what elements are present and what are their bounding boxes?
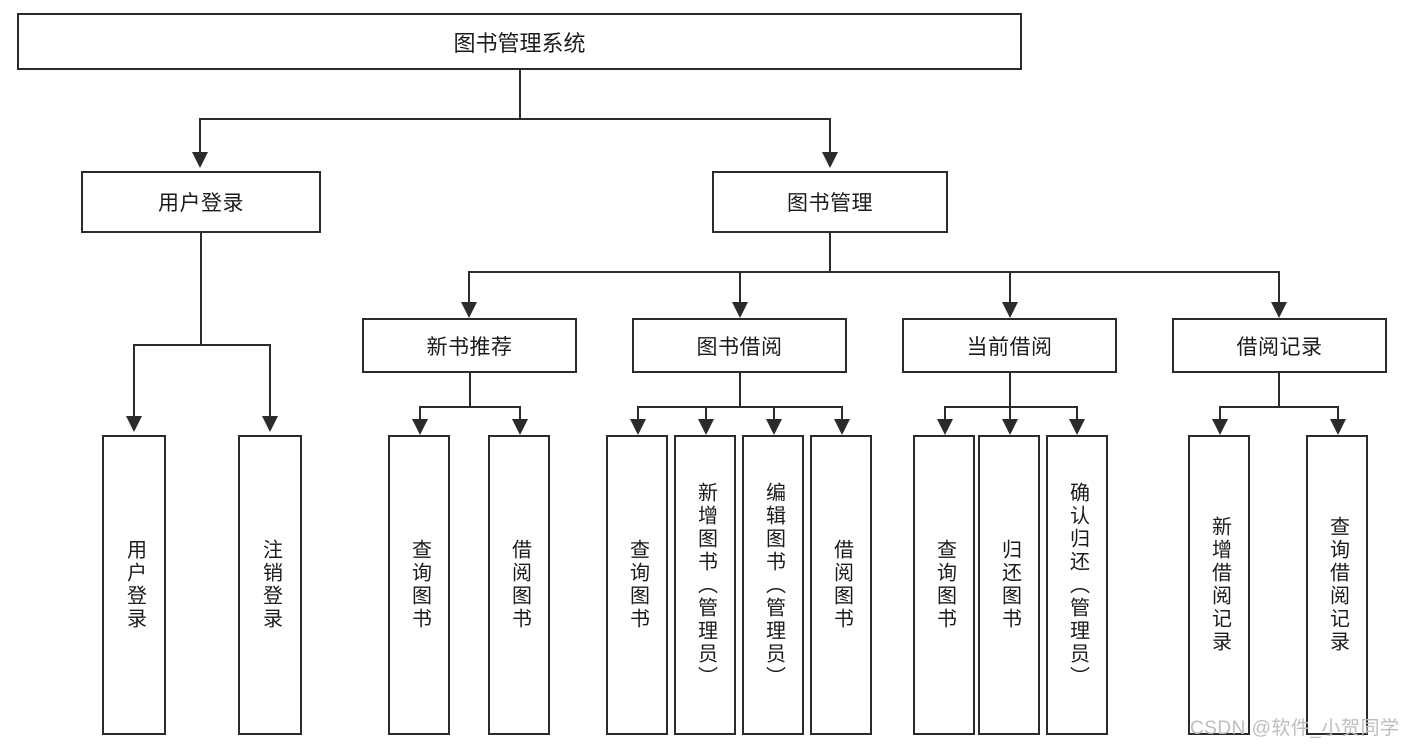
leaf-label: 确认归还（管理员） [1066,481,1089,689]
node-book-borrow[interactable]: 图书借阅 [632,318,847,373]
leaf-query-book-recommend[interactable]: 查询图书 [388,435,450,735]
node-new-book-recommend[interactable]: 新书推荐 [362,318,577,373]
edge-user-login-bus [133,344,270,346]
arrow-to-leaf-borrow-book-2 [834,419,850,435]
arrow-to-user-login [192,152,208,168]
leaf-borrow-book-recommend[interactable]: 借阅图书 [488,435,550,735]
leaf-add-borrow-record[interactable]: 新增借阅记录 [1188,435,1250,735]
arrow-to-current-borrow [1002,302,1018,318]
leaf-label: 注销登录 [259,539,282,631]
edge-book-management-bus [468,271,1279,273]
edge-bm-to-borrow-record [1278,271,1280,302]
leaf-label: 新增借阅记录 [1208,516,1231,654]
arrow-to-leaf-edit-book [766,419,782,435]
leaf-label: 查询图书 [408,539,431,631]
edge-cb-to-leaf-3 [1076,406,1078,419]
node-label: 新书推荐 [426,335,513,359]
edge-br-stem [1278,373,1280,406]
arrow-to-book-borrow [732,302,748,318]
edge-bb-to-leaf-3 [773,406,775,419]
arrow-to-leaf-logout-login [262,416,278,432]
arrow-to-leaf-user-login [126,416,142,432]
leaf-query-borrow-record[interactable]: 查询借阅记录 [1306,435,1368,735]
node-borrow-record[interactable]: 借阅记录 [1172,318,1387,373]
edge-br-bus [1219,406,1339,408]
edge-root-to-book-management [829,118,831,152]
leaf-label: 借阅图书 [508,539,531,631]
node-current-borrow[interactable]: 当前借阅 [902,318,1117,373]
edge-bb-to-leaf-1 [637,406,639,419]
node-label: 用户登录 [158,192,244,215]
leaf-label: 查询图书 [626,539,649,631]
edge-bm-to-book-borrow [739,271,741,302]
arrow-to-new-book-recommend [461,302,477,318]
edge-br-to-leaf-1 [1219,406,1221,419]
edge-nbr-bus [419,406,521,408]
edge-bm-to-current-borrow [1009,271,1011,302]
edge-bb-bus [637,406,843,408]
edge-cb-to-leaf-2 [1009,406,1011,419]
leaf-confirm-return[interactable]: 确认归还（管理员） [1046,435,1108,735]
arrow-to-leaf-query-book-1 [412,419,428,435]
leaf-user-login[interactable]: 用户登录 [102,435,166,735]
edge-br-to-leaf-2 [1337,406,1339,419]
edge-bb-to-leaf-4 [841,406,843,419]
arrow-to-leaf-query-book-3 [937,419,953,435]
edge-user-login-stem [200,233,202,344]
leaf-add-book[interactable]: 新增图书（管理员） [674,435,736,735]
node-label: 图书管理系统 [453,30,586,56]
arrow-to-borrow-record [1271,302,1287,318]
edge-book-management-stem [829,233,831,271]
edge-cb-stem [1009,373,1011,406]
edge-cb-bus [944,406,1078,408]
leaf-query-book-borrow[interactable]: 查询图书 [606,435,668,735]
node-book-management[interactable]: 图书管理 [712,171,948,233]
leaf-label: 用户登录 [123,539,146,631]
leaf-label: 查询图书 [933,539,956,631]
leaf-edit-book[interactable]: 编辑图书（管理员） [742,435,804,735]
leaf-logout-login[interactable]: 注销登录 [238,435,302,735]
arrow-to-leaf-return-book [1002,419,1018,435]
leaf-label: 归还图书 [998,539,1021,631]
arrow-to-leaf-query-book-2 [630,419,646,435]
node-root-system[interactable]: 图书管理系统 [17,13,1022,70]
leaf-borrow-book[interactable]: 借阅图书 [810,435,872,735]
edge-root-to-user-login [199,118,201,152]
leaf-label: 新增图书（管理员） [694,481,717,689]
edge-nbr-to-leaf-1 [419,406,421,419]
edge-cb-to-leaf-1 [944,406,946,419]
node-label: 借阅记录 [1236,335,1323,359]
edge-user-login-to-leaf-2 [269,344,271,416]
leaf-label: 查询借阅记录 [1326,516,1349,654]
leaf-label: 借阅图书 [830,539,853,631]
arrow-to-leaf-confirm-return [1069,419,1085,435]
leaf-label: 编辑图书（管理员） [762,481,785,689]
node-label: 图书借阅 [696,335,783,359]
edge-nbr-stem [469,373,471,406]
node-user-login[interactable]: 用户登录 [81,171,321,233]
arrow-to-leaf-borrow-book-1 [512,419,528,435]
edge-root-stem [519,70,521,118]
leaf-query-book-current[interactable]: 查询图书 [913,435,975,735]
arrow-to-book-management [822,152,838,168]
edge-root-bus [199,118,831,120]
edge-bm-to-new-book-recommend [468,271,470,302]
node-label: 当前借阅 [966,335,1053,359]
arrow-to-leaf-query-record [1330,419,1346,435]
node-label: 图书管理 [787,192,873,215]
watermark-text: CSDN @软件_小贺同学 [1190,718,1400,739]
edge-nbr-to-leaf-2 [519,406,521,419]
leaf-return-book[interactable]: 归还图书 [978,435,1040,735]
arrow-to-leaf-add-book [698,419,714,435]
arrow-to-leaf-add-record [1212,419,1228,435]
edge-bb-to-leaf-2 [705,406,707,419]
edge-user-login-to-leaf-1 [133,344,135,416]
edge-bb-stem [739,373,741,406]
